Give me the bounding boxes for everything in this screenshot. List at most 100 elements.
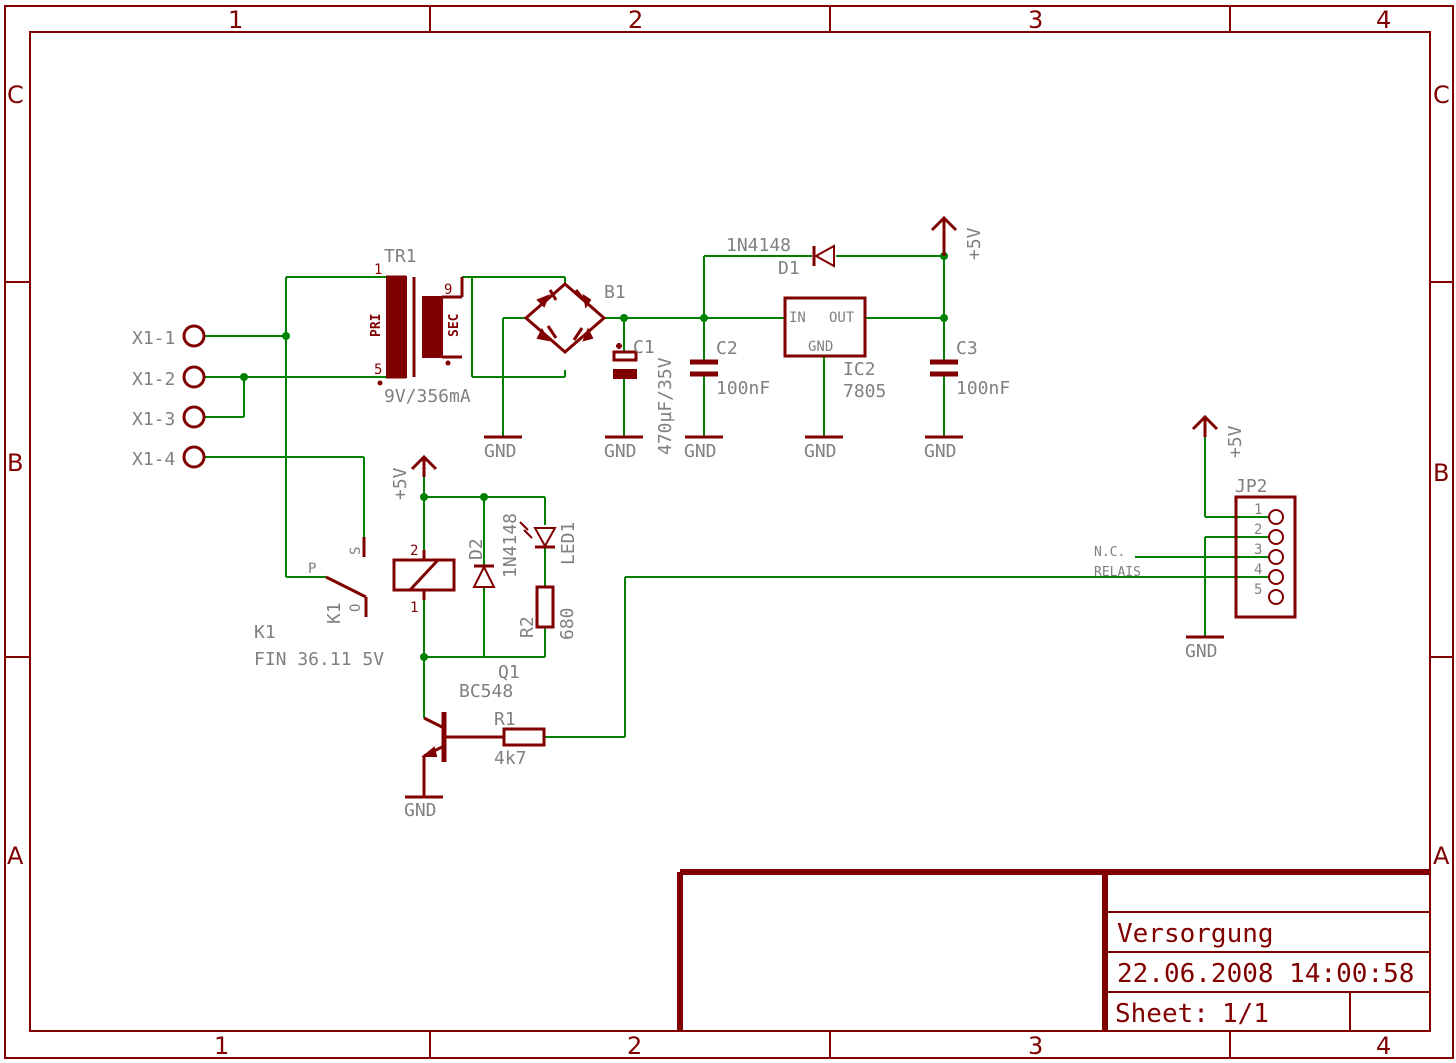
jp2-label-relais: RELAIS [1094,565,1141,580]
grid-col-top-2: 2 [628,6,643,34]
drawing-frame [4,5,1454,1059]
wires [204,240,1268,738]
grid-row-left-c: C [7,81,24,109]
k1-pin-p: P [308,561,316,577]
grid-row-right-c: C [1433,81,1450,109]
tr1-value: 9V/356mA [384,386,471,407]
grid-col-top-4: 4 [1376,6,1391,34]
ic2-pin-in: IN [789,310,806,326]
vcc-symbols [410,215,1219,477]
c1-name: C1 [633,337,655,358]
regulator-ic2 [783,296,867,358]
c3-name: C3 [956,338,978,359]
vcc-label-main: +5V [964,227,985,260]
grid-row-left-b: B [7,449,23,477]
k1-name-rotated: K1 [324,602,345,624]
ic2-pin-gnd: GND [808,339,833,355]
k1-pin-o: O [348,604,364,612]
tr1-pri-label: PRI [369,314,384,337]
d1-value: 1N4148 [726,235,791,256]
x1-pin-3-label: X1-3 [132,409,175,430]
x1-pin-1-label: X1-1 [132,328,175,349]
k1-coil-pin-1: 1 [410,600,418,616]
k1-pin-s: S [348,547,364,555]
k1-name: K1 [254,622,276,643]
grid-col-bottom-3: 3 [1028,1032,1043,1060]
resistor-r1 [484,727,546,747]
sheet-value: 1/1 [1222,999,1269,1029]
r2-value: 680 [557,607,578,640]
grid-row-right-b: B [1433,459,1449,487]
d2-value: 1N4148 [500,513,521,578]
transformer-tr1 [377,275,464,386]
tr1-pin-9: 9 [444,282,452,298]
grid-row-right-a: A [1433,842,1450,870]
led-led1 [519,521,557,549]
r1-value: 4k7 [494,748,527,769]
q1-name: Q1 [498,662,520,683]
gnd-label-q1: GND [404,800,437,821]
vcc-label-relay: +5V [390,467,411,500]
datetime-text: 22.06.2008 14:00:58 [1117,959,1414,989]
r2-name: R2 [517,616,538,638]
grid-col-top-3: 3 [1028,6,1043,34]
ic2-name: IC2 [843,359,876,380]
gnd-label-b1: GND [484,441,517,462]
k1-value: FIN 36.11 5V [254,649,384,670]
resistor-r2 [535,585,555,629]
grid-col-top-1: 1 [228,6,243,34]
c2-name: C2 [716,338,738,359]
b1-name: B1 [604,282,626,303]
transistor-q1 [421,712,484,797]
jp2-pin-4: 4 [1254,562,1262,578]
jp2-label-nc: N.C. [1094,545,1125,560]
sheet-label: Sheet: [1115,999,1209,1029]
jp2-pin-1: 1 [1254,502,1262,518]
ic2-pin-out: OUT [829,310,855,326]
junctions [240,252,948,661]
led1-name: LED1 [558,522,579,565]
capacitor-c3 [930,359,958,377]
r1-name: R1 [494,709,516,730]
vcc-label-jp2: +5V [1225,425,1246,458]
title-text: Versorgung [1117,919,1274,949]
grid-col-bottom-4: 4 [1376,1032,1391,1060]
tr1-pin-5: 5 [374,362,382,378]
capacitor-c1 [612,343,638,379]
c2-value: 100nF [716,378,770,399]
relay-k1 [325,537,456,617]
gnd-label-jp2: GND [1185,641,1218,662]
gnd-symbols [405,435,1224,799]
title-block [677,869,1430,1031]
ic2-value: 7805 [843,381,886,402]
grid-col-bottom-2: 2 [627,1032,642,1060]
k1-coil-pin-2: 2 [410,543,418,559]
tr1-pin-1: 1 [374,262,382,278]
c1-value: 470µF/35V [655,357,676,455]
jp2-pin-2: 2 [1254,522,1262,538]
d1-name: D1 [778,258,800,279]
gnd-label-c3: GND [924,441,957,462]
grid-col-bottom-1: 1 [214,1032,229,1060]
tr1-name: TR1 [384,246,417,267]
diode-d2 [472,564,496,588]
capacitor-c2 [690,359,718,377]
x1-pin-4-label: X1-4 [132,449,175,470]
header-jp2 [1234,495,1297,619]
connector-x1 [182,324,206,469]
tr1-sec-label: SEC [447,314,462,337]
jp2-pin-5: 5 [1254,582,1262,598]
gnd-label-ic2: GND [804,441,837,462]
jp2-pin-3: 3 [1254,542,1262,558]
jp2-name: JP2 [1235,476,1268,497]
gnd-label-c2: GND [684,441,717,462]
diode-d1 [812,244,835,268]
q1-value: BC548 [459,681,513,702]
grid-row-left-a: A [7,842,24,870]
bridge-rectifier-b1 [523,282,607,354]
x1-pin-2-label: X1-2 [132,369,175,390]
c3-value: 100nF [956,378,1010,399]
d2-name: D2 [466,538,487,560]
gnd-label-c1: GND [604,441,637,462]
